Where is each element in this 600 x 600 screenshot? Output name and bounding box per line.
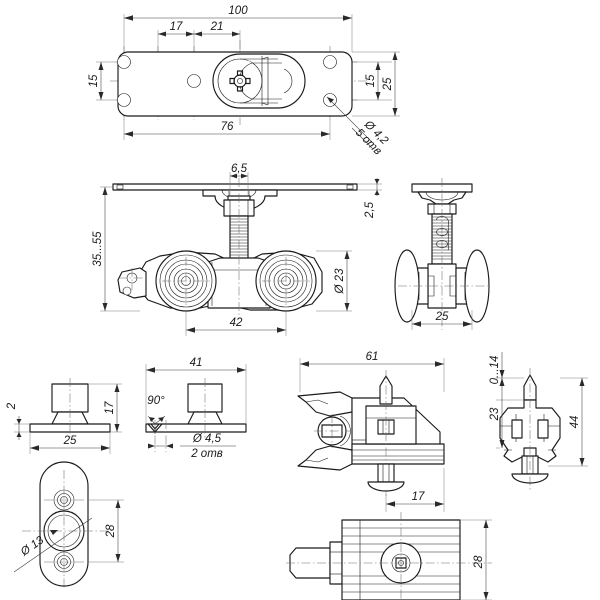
dim-15-right: 15 [365, 62, 381, 100]
clamp-plan-dims: 28 [460, 519, 492, 600]
side-carriage-body [394, 249, 490, 323]
mounting-hole-5 [187, 74, 201, 88]
clamp-plan-body [286, 512, 492, 600]
dim-label-rail-thickness: 2,5 [364, 201, 376, 219]
dim-label-clamp-total-44: 44 [569, 416, 581, 429]
stud-plate-long-view: 41 90° Ø 4,5 2 отв [145, 357, 247, 460]
dim-label-stud-height: 17 [104, 401, 116, 414]
stud-base-plate-2 [145, 423, 247, 433]
carriage-front-view: 6,5 35...55 2,5 Ø 23 42 [92, 163, 382, 336]
dim-label-plate-length: 100 [228, 5, 248, 17]
roller-body-top-view [212, 53, 306, 109]
dim-label-height-range: 35...55 [92, 231, 104, 267]
dim-label-plate-width-25: 25 [382, 77, 394, 91]
dim-21: 21 [194, 21, 240, 37]
dim-label-stem-width: 6,5 [231, 163, 248, 175]
oval-plate-view: 28 Ø 13 [13, 461, 124, 590]
dim-17: 17 [158, 21, 194, 37]
clamp-view: 61 17 [297, 351, 445, 512]
carriage-dimension-lines: 6,5 35...55 2,5 Ø 23 42 [92, 163, 382, 336]
dim-label-clamp-stud: 17 [412, 491, 425, 503]
carriage-side-view: 25 [394, 178, 490, 330]
dim-label-oval-plate-height: 28 [105, 524, 117, 538]
clamp-front-view: 0...14 23 44 [489, 352, 588, 490]
stud-plate-side-dims: 2 17 25 [6, 383, 122, 454]
dim-label-clamp-depth: 28 [473, 555, 485, 569]
clamp-bottom-screw [367, 463, 405, 492]
dim-label-roller-dia: Ø 23 [334, 268, 346, 295]
clamp-front-dims: 0...14 23 44 [489, 352, 588, 467]
countersink-detail [147, 420, 167, 452]
mounting-hole-1 [117, 55, 131, 69]
mounting-hole-3 [323, 55, 337, 69]
clamp-dims: 61 17 [299, 351, 445, 512]
dim-label-clamp-length: 61 [366, 351, 379, 363]
dim-label-spacing-right-15: 15 [365, 74, 377, 87]
mounting-hole-2 [117, 93, 131, 107]
rail-profile [112, 183, 358, 191]
stud-plate-side-view: 2 17 25 [6, 378, 122, 454]
right-roller [255, 250, 317, 312]
clamp-plan-view: 28 [286, 512, 492, 600]
dim-label-spacing-left-15: 15 [88, 74, 100, 87]
note-hole-dia-2-line1: Ø 4,5 [192, 433, 222, 445]
side-view-dims: 25 [411, 310, 473, 330]
dim-label-carriage-width: 25 [435, 311, 449, 323]
dim-15-left: 15 [88, 62, 104, 100]
dim-label-clamp-body-23: 23 [489, 407, 501, 421]
dim-label-hole-span-76: 76 [221, 121, 234, 133]
adjuster-hex-nut [223, 199, 255, 217]
dim-label-hole-offset-17: 17 [170, 21, 183, 33]
dim-76: 76 [124, 121, 330, 137]
dim-label-stud-plate-width: 25 [63, 435, 77, 447]
dim-100: 100 [124, 5, 352, 21]
dim-label-glass-gap: 0...14 [489, 356, 501, 385]
note-hole-dia-2-line2: 2 отв [190, 448, 223, 460]
stud-plate-long-dims: 41 90° Ø 4,5 2 отв [145, 357, 247, 460]
threaded-stem [229, 215, 249, 263]
dim-label-plate-length-41: 41 [190, 357, 203, 369]
dim-label-countersink-angle: 90° [147, 395, 165, 407]
dim-label-plate-thickness: 2 [6, 402, 18, 410]
top-plate-view: 100 17 21 15 15 [88, 5, 400, 157]
dim-25-plate-width: 25 [382, 52, 398, 116]
dim-label-hole-offset-21: 21 [210, 21, 224, 33]
clamp-jaws [297, 391, 353, 471]
clamp-body [351, 397, 445, 465]
dim-label-roller-centers: 42 [230, 317, 243, 329]
left-roller [155, 250, 217, 312]
side-top-plate [411, 183, 473, 193]
